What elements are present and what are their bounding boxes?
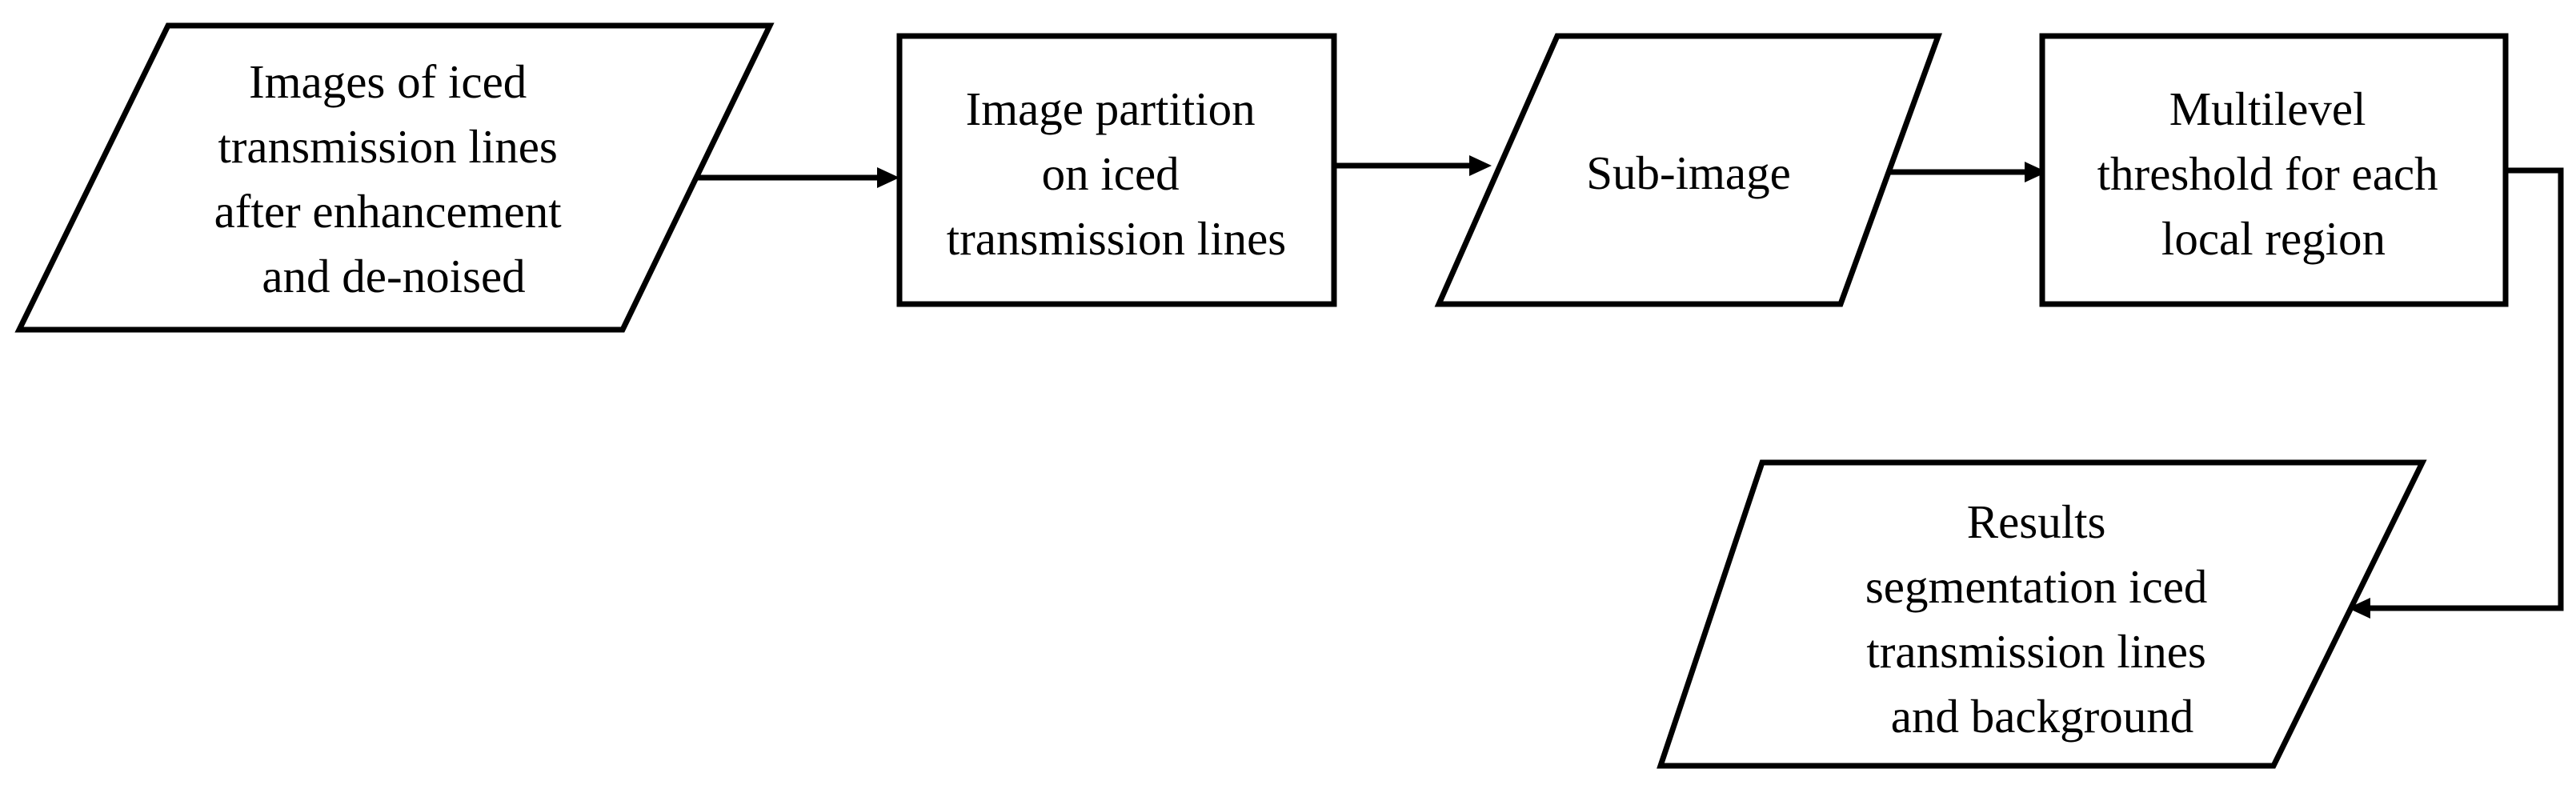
node-subimage-shape [1434,33,1942,307]
node-results: Results segmentation iced transmission l… [1657,459,2427,769]
node-partition-shape [896,33,1337,307]
node-multilevel-threshold: Multilevel threshold for each local regi… [2039,33,2509,307]
node-threshold-line: threshold for each [2097,147,2438,200]
arrowhead-partition [877,167,899,188]
node-partition-line: on iced [1042,147,1180,200]
node-results-label: Results segmentation iced transmission l… [1865,495,2219,743]
node-results-line: and background [1891,690,2193,743]
node-image-partition: Image partition on iced transmission lin… [896,33,1337,307]
node-input-line: Images of iced [249,55,527,108]
node-partition-label: Image partition on iced transmission lin… [947,82,1286,265]
node-partition-line: transmission lines [947,212,1286,265]
node-results-line: Results [1967,495,2106,548]
node-threshold-line: local region [2161,212,2386,265]
arrowhead-subimage [1469,155,1492,176]
flowchart-edges [695,155,2564,619]
node-results-shape [1657,459,2427,769]
node-input-label: Images of iced transmission lines after … [214,55,574,302]
node-results-line: transmission lines [1866,625,2205,678]
node-subimage-line: Sub-image [1586,146,1791,199]
node-input-images: Images of iced transmission lines after … [14,22,775,333]
node-input-line: and de-noised [262,250,525,302]
node-threshold-shape [2039,33,2509,307]
node-input-shape [14,22,775,333]
arrowhead-threshold [2025,162,2047,182]
node-input-line: after enhancement [214,185,563,238]
node-input-line: transmission lines [218,120,557,173]
node-partition-line: Image partition [966,82,1256,135]
node-threshold-line: Multilevel [2169,82,2366,135]
edge-threshold-to-results [2369,167,2564,611]
node-sub-image: Sub-image [1434,33,1942,307]
node-subimage-label: Sub-image [1586,146,1791,199]
arrowhead-results [2348,598,2370,619]
node-results-line: segmentation iced [1865,560,2208,613]
node-threshold-label: Multilevel threshold for each local regi… [2097,82,2450,265]
